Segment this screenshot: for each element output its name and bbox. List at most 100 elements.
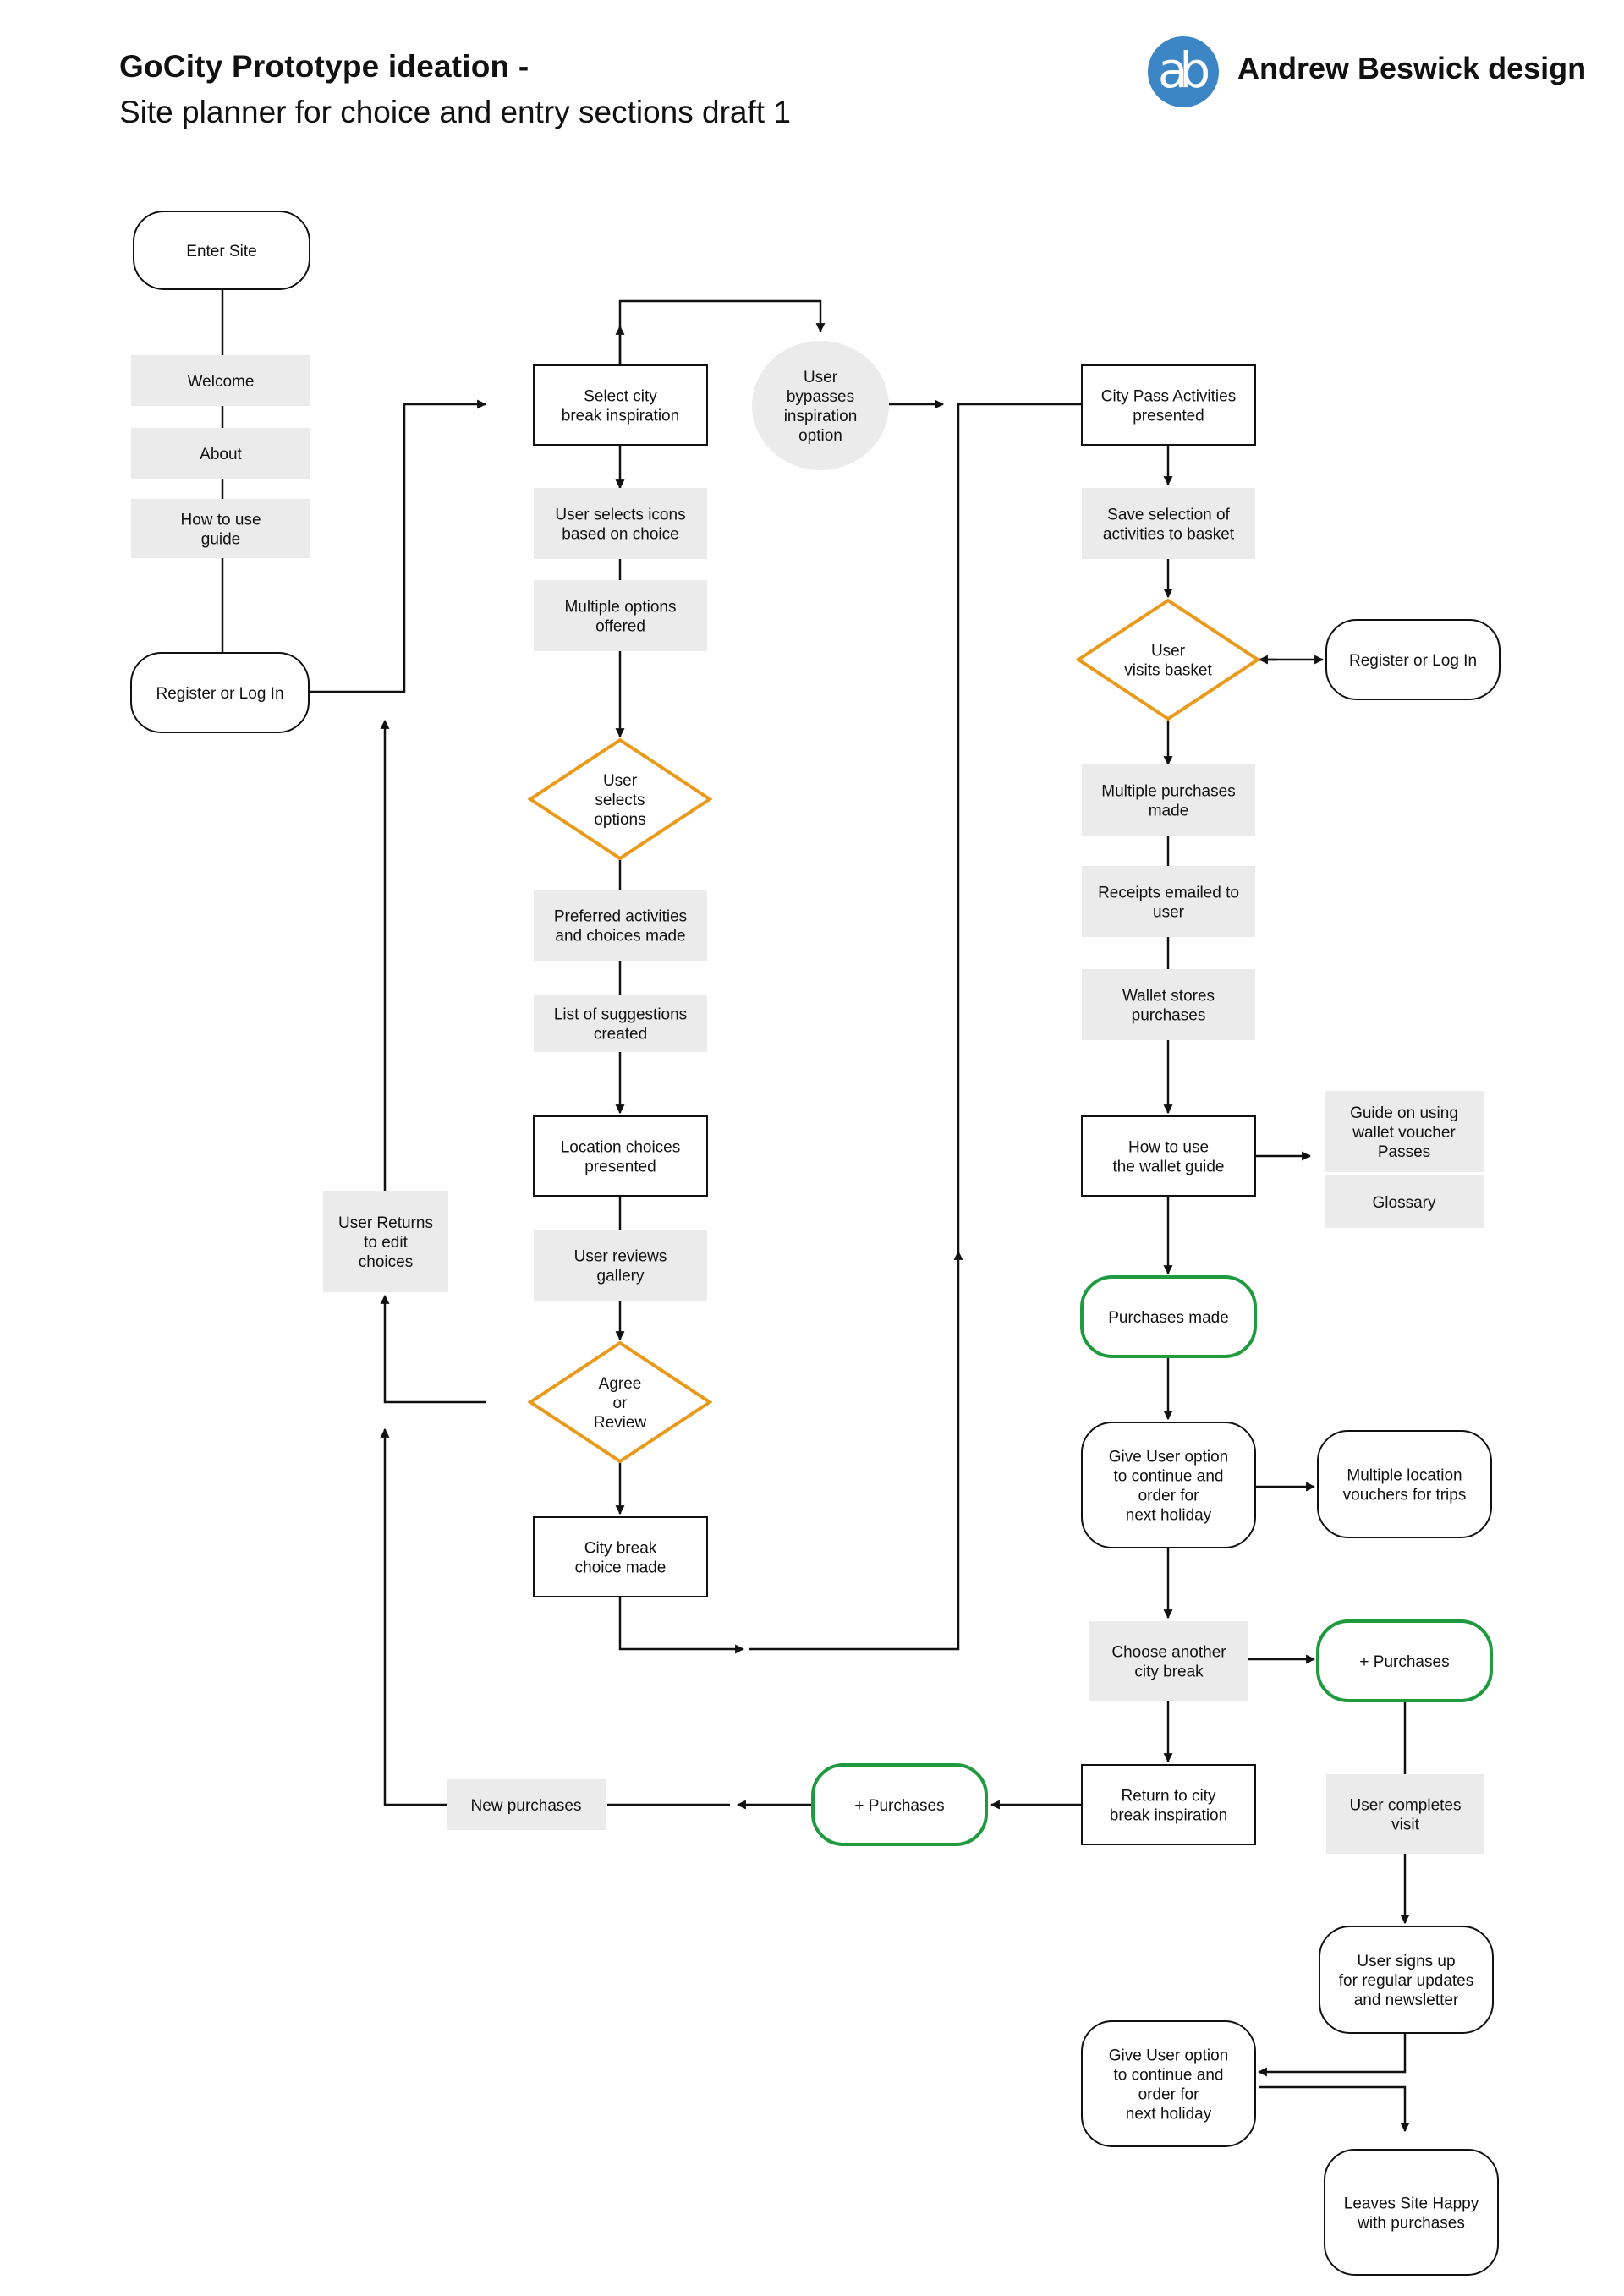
node-label: user (1153, 904, 1185, 922)
node-shape (1082, 764, 1255, 836)
node-label: Multiple purchases (1101, 783, 1235, 801)
node-shape (131, 428, 310, 479)
connector-24 (749, 1250, 963, 1651)
node-label: to continue and (1114, 1468, 1224, 1486)
node-label: Select city (584, 388, 657, 406)
node-shape (1081, 1422, 1256, 1548)
node-shape (323, 1191, 448, 1292)
node-label: Preferred activities (554, 908, 687, 926)
node-label: New purchases (471, 1797, 582, 1815)
node-shape (1316, 1619, 1493, 1702)
node-shape (1081, 1115, 1256, 1197)
node-label: or (613, 1395, 628, 1412)
node-label: presented (584, 1159, 656, 1176)
node-shape (533, 1516, 708, 1597)
node-shape (534, 580, 707, 651)
flow-connectors (221, 289, 1410, 2133)
node-user-visits-basket: User visits basket (1075, 598, 1261, 721)
node-shape (534, 890, 707, 961)
node-purchases-right: + Purchases (1316, 1619, 1493, 1702)
node-label: Welcome (188, 373, 255, 391)
node-label: break inspiration (562, 408, 679, 425)
node-label: User (804, 369, 838, 386)
connector-45 (1259, 2085, 1410, 2133)
node-label: to edit (364, 1234, 408, 1252)
node-label: and newsletter (1354, 1992, 1459, 2009)
node-user-signs-up: User signs up for regular updates and news… (1319, 1926, 1494, 2034)
node-label: Save selection of (1107, 507, 1230, 524)
node-shape (1081, 2020, 1256, 2147)
node-label: + Purchases (1359, 1653, 1449, 1671)
node-label: option (798, 427, 842, 445)
node-label: wallet voucher (1352, 1124, 1456, 1142)
node-select-city-break: Select city break inspiration (533, 364, 708, 446)
node-shape (1319, 1926, 1494, 2034)
node-label: Give User option (1109, 2047, 1229, 2065)
node-purchases-made: Purchases made (1080, 1275, 1257, 1358)
node-shape (133, 211, 310, 290)
node-receipts-emailed: Receipts emailed to user (1082, 866, 1255, 937)
brand-logo: ab (1148, 36, 1219, 107)
node-shape (130, 652, 310, 733)
node-label: City break (584, 1540, 657, 1558)
node-label: presented (1133, 408, 1204, 425)
node-shape (534, 1230, 707, 1301)
node-label: About (200, 446, 242, 463)
node-shape (447, 1779, 606, 1830)
node-label: Purchases made (1108, 1309, 1229, 1327)
node-shape (1082, 866, 1255, 937)
node-label: User selects icons (555, 507, 685, 524)
node-label: User (1151, 643, 1186, 660)
node-label: + Purchases (854, 1797, 944, 1815)
node-register-login-right: Register or Log In (1325, 619, 1501, 700)
node-label: Multiple options (564, 599, 676, 616)
node-label: order for (1138, 2086, 1199, 2104)
node-label: choices (359, 1253, 413, 1271)
node-label: for regular updates (1339, 1972, 1474, 1990)
node-label: gallery (597, 1268, 645, 1285)
node-label: City Pass Activities (1101, 388, 1236, 406)
node-label: User Returns (338, 1214, 433, 1232)
node-label: city break (1134, 1663, 1204, 1681)
node-label: vouchers for trips (1343, 1487, 1467, 1504)
node-preferred-activities: Preferred activities and choices made (534, 890, 707, 961)
node-label: and choices made (555, 928, 685, 945)
node-label: Receipts emailed to (1098, 885, 1239, 902)
node-purchases-left: + Purchases (811, 1763, 988, 1846)
connector-8 (380, 1427, 447, 1806)
node-shape (534, 488, 707, 559)
node-label: Agree (599, 1375, 642, 1393)
node-shape (1325, 1175, 1484, 1228)
node-label: Choose another (1111, 1644, 1226, 1662)
node-multiple-location-vouchers: Multiple location vouchers for trips (1317, 1430, 1492, 1538)
node-label: Review (594, 1414, 647, 1432)
node-label: created (594, 1026, 647, 1044)
node-label: visits basket (1124, 662, 1212, 680)
node-label: Return to city (1122, 1788, 1216, 1806)
node-label: Multiple location (1347, 1467, 1462, 1485)
node-shape (1082, 969, 1255, 1040)
node-label: Give User option (1109, 1449, 1229, 1466)
node-label: Glossary (1373, 1194, 1436, 1212)
node-shape (131, 499, 310, 558)
node-label: choice made (575, 1559, 667, 1577)
logo-monogram: ab (1157, 41, 1210, 99)
node-city-pass-activities: City Pass Activities presented (1081, 364, 1256, 446)
node-shape (1089, 1621, 1248, 1701)
node-label: User signs up (1357, 1953, 1455, 1970)
node-label: next holiday (1126, 1507, 1212, 1525)
